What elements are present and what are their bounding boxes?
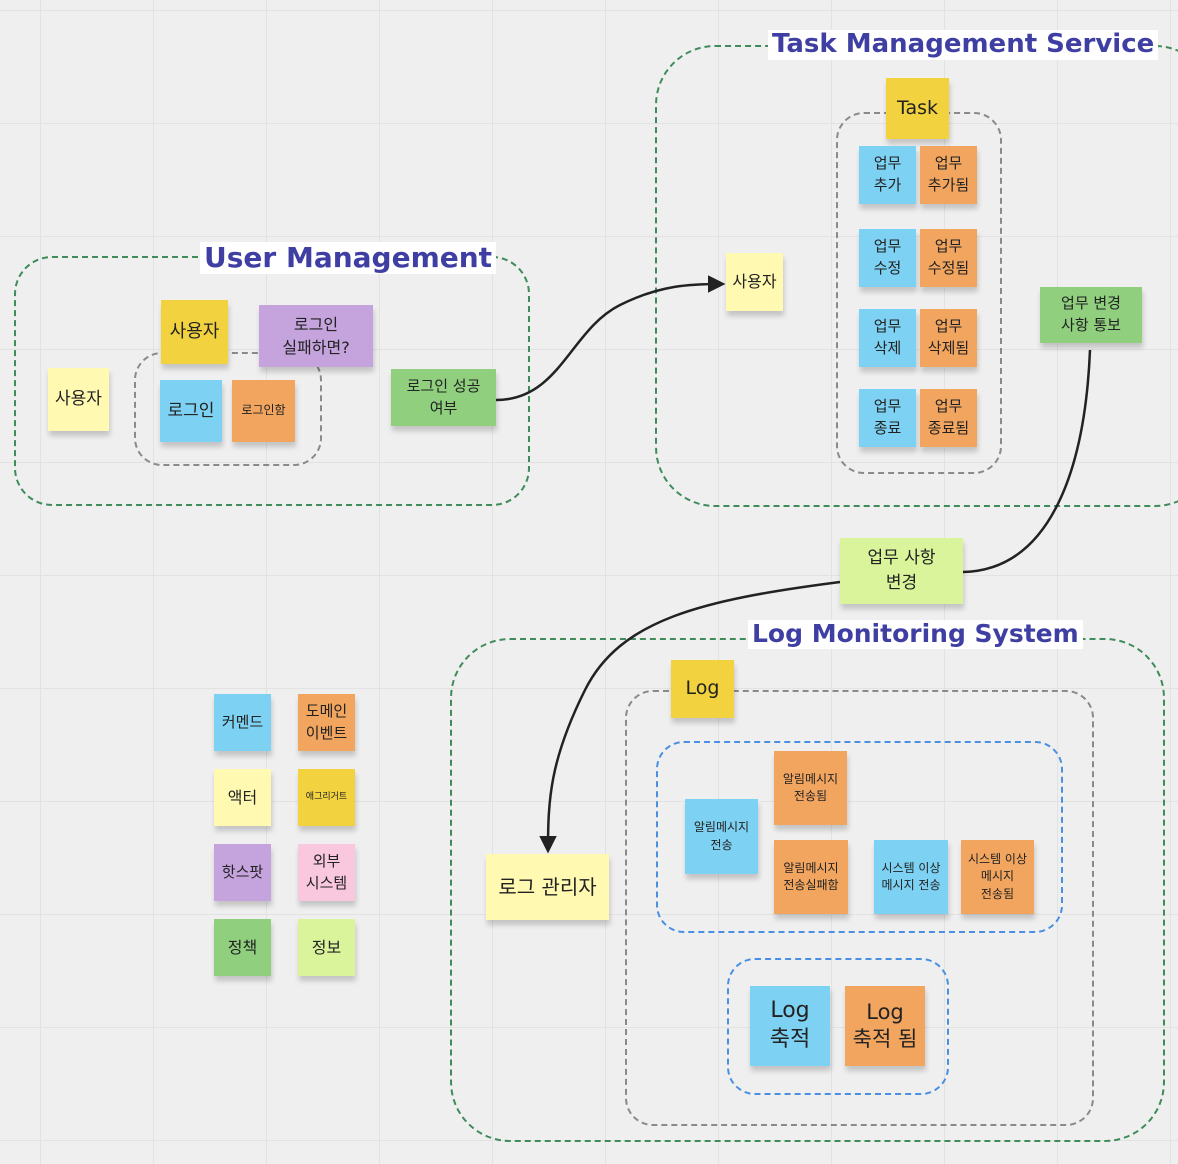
system-alert-command-sticky[interactable]: 시스템 이상 메시지 전송: [874, 840, 948, 914]
log-manager-actor-sticky[interactable]: 로그 관리자: [486, 854, 609, 920]
task-close-command-sticky[interactable]: 업무 종료: [859, 389, 916, 447]
user-management-title: User Management: [200, 241, 497, 275]
task-edited-event-sticky[interactable]: 업무 수정됨: [920, 229, 977, 287]
task-closed-event-sticky[interactable]: 업무 종료됨: [920, 389, 977, 447]
user-aggregate-sticky[interactable]: 사용자: [161, 300, 228, 364]
legend-command-sticky: 커멘드: [214, 694, 271, 751]
task-added-event-sticky[interactable]: 업무 추가됨: [920, 146, 977, 204]
log-aggregate-sticky[interactable]: Log: [671, 660, 734, 718]
task-change-info-sticky[interactable]: 업무 사항 변경: [840, 538, 963, 604]
task-edit-command-sticky[interactable]: 업무 수정: [859, 229, 916, 287]
notification-group-frame: [656, 741, 1063, 933]
logged-in-event-sticky[interactable]: 로그인함: [232, 380, 295, 442]
task-deleted-event-sticky[interactable]: 업무 삭제됨: [920, 309, 977, 367]
task-management-title: Task Management Service: [768, 29, 1159, 60]
legend-external-system-sticky: 외부 시스템: [298, 844, 355, 901]
log-monitoring-title: Log Monitoring System: [748, 619, 1083, 649]
login-success-policy-sticky[interactable]: 로그인 성공 여부: [391, 369, 496, 426]
task-aggregate-sticky[interactable]: Task: [886, 78, 949, 139]
login-failed-hotspot-sticky[interactable]: 로그인 실패하면?: [259, 305, 373, 367]
user-actor-sticky[interactable]: 사용자: [48, 368, 109, 431]
task-actor-sticky[interactable]: 사용자: [726, 253, 783, 311]
user-aggregate-frame: [134, 352, 322, 466]
task-change-notify-policy-sticky[interactable]: 업무 변경 사항 통보: [1040, 287, 1142, 343]
login-command-sticky[interactable]: 로그인: [160, 380, 222, 442]
legend-aggregate-sticky: 애그리거트: [298, 769, 355, 826]
notify-failed-event-sticky[interactable]: 알림메시지 전송실패함: [774, 840, 848, 914]
login-to-task-arrow: [495, 275, 726, 402]
log-accumulate-command-sticky[interactable]: Log 축적: [750, 986, 830, 1066]
legend-domain-event-sticky: 도메인 이벤트: [298, 694, 355, 751]
notify-to-info-connector: [962, 349, 1092, 574]
task-delete-command-sticky[interactable]: 업무 삭제: [859, 309, 916, 367]
legend-info-sticky: 정보: [298, 919, 355, 976]
legend-actor-sticky: 액터: [214, 769, 271, 826]
notify-sent-event-sticky[interactable]: 알림메시지 전송됨: [774, 751, 847, 825]
legend-policy-sticky: 정책: [214, 919, 271, 976]
info-to-log-manager-arrow: [539, 580, 841, 854]
log-accumulation-group-frame: [727, 958, 949, 1095]
log-aggregate-frame: [625, 690, 1094, 1126]
system-alert-sent-event-sticky[interactable]: 시스템 이상 메시지 전송됨: [961, 840, 1034, 914]
legend-hotspot-sticky: 핫스팟: [214, 844, 271, 901]
notify-command-sticky[interactable]: 알림메시지 전송: [685, 799, 758, 874]
log-accumulated-event-sticky[interactable]: Log 축적 됨: [845, 986, 925, 1066]
task-add-command-sticky[interactable]: 업무 추가: [859, 146, 916, 204]
